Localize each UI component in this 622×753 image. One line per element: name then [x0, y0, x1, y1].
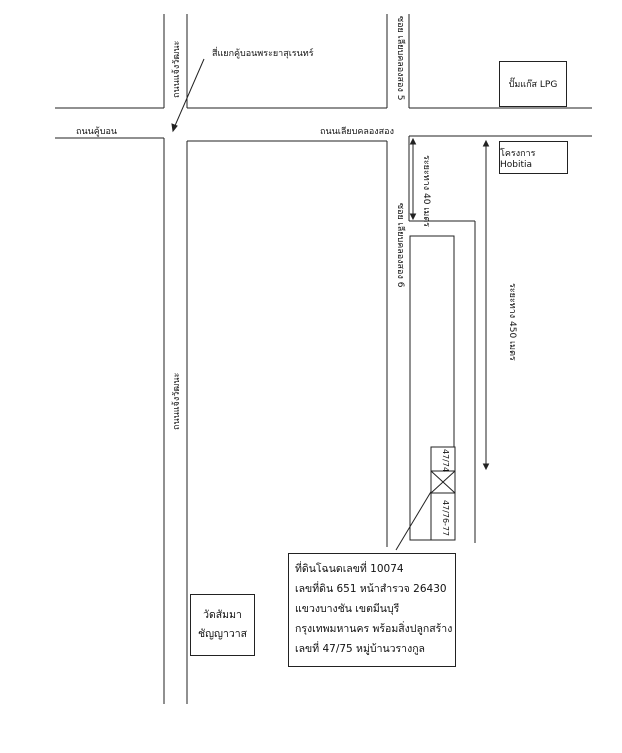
arrowhead: [171, 123, 178, 133]
intersection-label: สี่แยกคู้บอนพระยาสุเรนทร์: [212, 49, 314, 59]
plot-label-47-76-77: 47/76-77: [441, 500, 450, 537]
hobitia-project-box: โครงการ Hobitia: [499, 141, 568, 174]
hobitia-project-label: โครงการ Hobitia: [500, 148, 536, 170]
plot-47-74: [430, 446, 456, 472]
arrowhead: [409, 213, 417, 221]
temple-name-line1: วัดสัมมา: [203, 609, 242, 621]
lpg-station-label: ปั๊มแก๊ส LPG: [508, 80, 558, 90]
plot-label-47-74: 47/74: [441, 449, 450, 473]
district: แขวงบางชัน เขตมีนบุรี: [295, 603, 400, 615]
temple-box: วัดสัมมา ชัญญาวาส: [190, 594, 255, 656]
road-label-kubon: ถนนคู้บอน: [76, 127, 118, 137]
province: กรุงเทพมหานคร พร้อมสิ่งปลูกสร้าง: [295, 623, 453, 635]
plot-cross: [430, 470, 456, 494]
distance-450m-label: ระยะทาง 450 เมตร: [507, 283, 517, 361]
plot-47-76-77: [430, 492, 456, 541]
property-info-box: ที่ดินโฉนดเลขที่ 10074 เลขที่ดิน 651 หน้…: [288, 553, 456, 667]
road-label-soi-6: ซอย เลียบคลองสอง 6: [395, 203, 405, 288]
deed-number: ที่ดินโฉนดเลขที่ 10074: [295, 563, 404, 575]
land-number: เลขที่ดิน 651 หน้าสำรวจ 26430: [295, 583, 447, 595]
road-label-chaeng-watthana-top: ถนนแจ้งวัฒนะ: [172, 40, 182, 98]
lpg-station-box: ปั๊มแก๊ส LPG: [499, 61, 567, 107]
arrowhead: [409, 137, 417, 145]
arrowhead: [482, 463, 490, 471]
house-number: เลขที่ 47/75 หมู่บ้านวรางกูล: [295, 643, 425, 655]
road-label-soi-5: ซอย เลียบคลองสอง 5: [395, 16, 405, 101]
distance-40m-label: ระยะทาง 40 เมตร: [421, 155, 431, 228]
road-label-liap-khlong-song: ถนนเลียบคลองสอง: [320, 127, 394, 137]
arrowhead: [482, 139, 490, 147]
road-label-chaeng-watthana-mid: ถนนแจ้งวัฒนะ: [172, 372, 182, 430]
temple-name-line2: ชัญญาวาส: [197, 628, 248, 640]
plot-pointer: [395, 489, 433, 551]
intersection-pointer: [173, 58, 205, 129]
